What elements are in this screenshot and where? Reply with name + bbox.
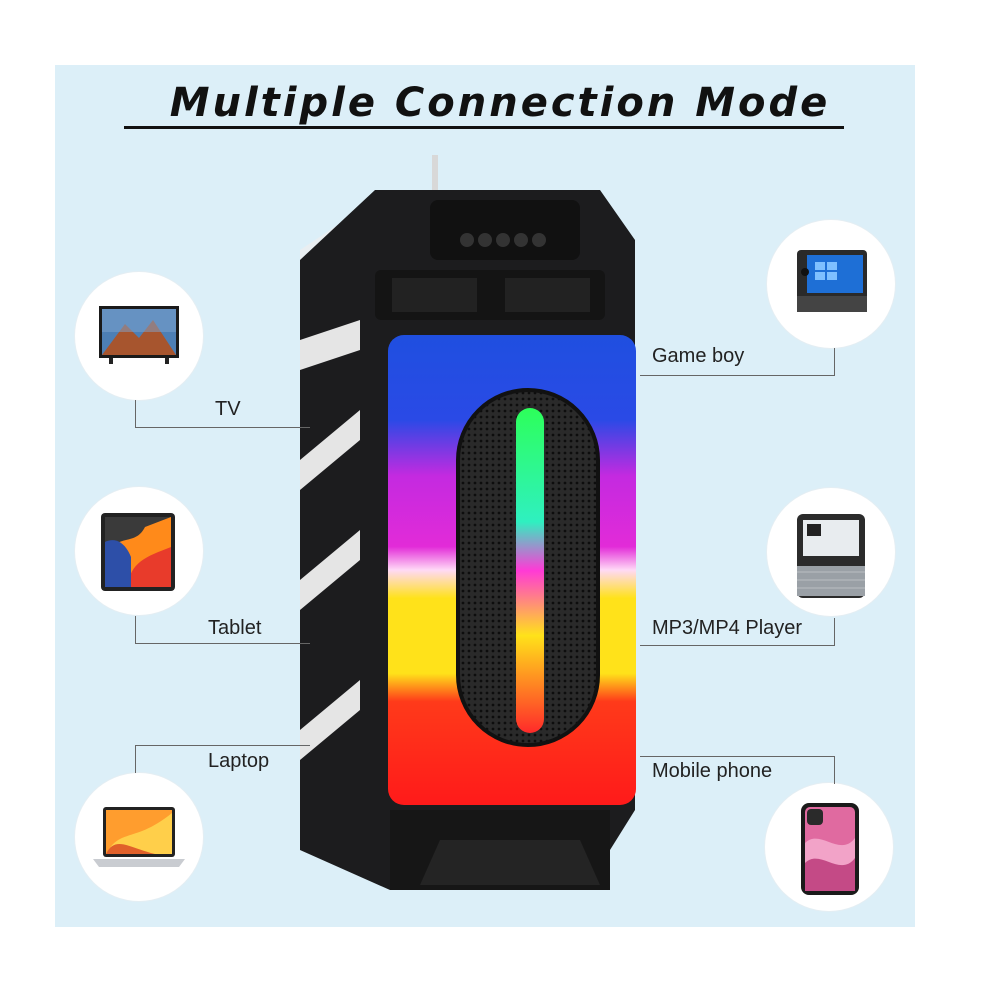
laptop-label: Laptop: [208, 750, 270, 772]
tablet-connector-vertical: [135, 616, 136, 644]
tablet-icon: [101, 513, 175, 591]
mp3-connector-horizontal: [640, 645, 835, 646]
page-title: Multiple Connection Mode: [169, 80, 831, 126]
mp3-connector-vertical: [834, 618, 835, 646]
laptop-device: [75, 773, 203, 901]
laptop-icon: [93, 807, 185, 867]
title-underline: [124, 126, 844, 129]
handheld-console-icon: [797, 250, 867, 312]
gameboy-connector-horizontal: [640, 375, 835, 376]
mp3-device: [767, 488, 895, 616]
mp3-player-icon: [797, 514, 865, 598]
tablet-device: [75, 487, 203, 615]
gameboy-connector-vertical: [834, 348, 835, 376]
speaker-image: [300, 155, 636, 890]
tablet-connector-horizontal: [135, 643, 310, 644]
tv-icon: [99, 306, 179, 364]
laptop-connector-horizontal: [135, 745, 310, 746]
gameboy-label: Game boy: [652, 345, 745, 367]
phone-device: [765, 783, 893, 911]
smartphone-icon: [801, 803, 859, 895]
tv-label: TV: [215, 398, 241, 420]
phone-connector-vertical: [834, 756, 835, 784]
mp3-label: MP3/MP4 Player: [652, 617, 803, 639]
tv-connector-vertical: [135, 400, 136, 428]
tv-connector-horizontal: [135, 427, 310, 428]
laptop-connector-vertical: [135, 745, 136, 773]
phone-connector-horizontal: [640, 756, 835, 757]
phone-label: Mobile phone: [652, 760, 773, 782]
tablet-label: Tablet: [208, 617, 262, 639]
tv-device: [75, 272, 203, 400]
gameboy-device: [767, 220, 895, 348]
